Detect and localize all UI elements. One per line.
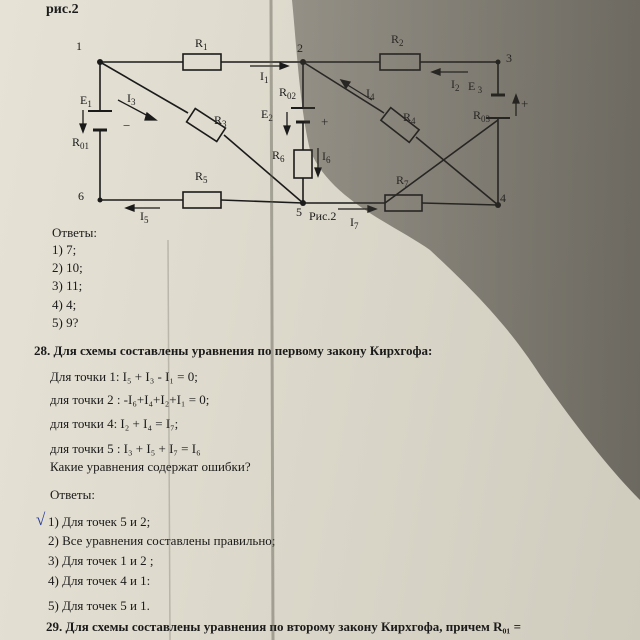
resistor-r7-label: R7 [396,173,409,189]
q28-equation-4: для точки 5 : I₃ + I₅ + I₇ = I₆ [50,441,201,456]
battery-e3-plus: + [521,96,528,111]
internal-r03-label: R03 [473,108,491,124]
node-6-dot [97,197,103,203]
q28-answer-1: 1) Для точек 5 и 2; [48,514,151,529]
current-i3-label: I3 [127,91,136,107]
q28-equation-3: для точки 4: I₂ + I₄ = I₇; [50,416,179,431]
resistor-r6-label: R6 [272,148,285,164]
node-6-label: 6 [78,189,84,203]
q27-answer-5: 5) 9? [52,315,79,330]
current-i7-label: I7 [350,215,359,231]
resistor-r6-symbol [293,149,313,179]
q29-heading: 29. Для схемы составлены уравнения по вт… [46,619,521,634]
resistor-r1-label: R1 [195,36,208,52]
q28-equation-1: Для точки 1: I₅ + I₃ - I₁ = 0; [50,369,198,384]
node-2-dot [300,59,306,65]
node-3-label: 3 [506,51,512,65]
resistor-r3-label: R3 [214,113,227,129]
q27-answers-heading: Ответы: [52,225,97,240]
internal-r01-label: R01 [72,135,89,151]
node-4-label: 4 [500,191,506,205]
battery-e2-plus: + [321,114,328,129]
q28-answer-2: 2) Все уравнения составлены правильно; [48,533,276,548]
resistor-r4-label: R4 [403,110,416,126]
q27-answer-4: 4) 4; [52,297,77,312]
internal-r02-label: R02 [279,85,296,101]
current-i1-label: I1 [260,69,269,85]
current-i6-label: I6 [322,149,331,165]
resistor-r5-label: R5 [195,169,208,185]
node-5-label: 5 [296,205,302,219]
q28-answer-5: 5) Для точек 5 и 1. [48,598,150,613]
figure-label: рис.2 [46,2,79,17]
current-i2-label: I2 [451,77,460,93]
battery-e1-minus: − [123,118,130,133]
current-i3-arrow [117,99,151,118]
q28-question: Какие уравнения содержат ошибки? [50,459,251,474]
q27-answer-1: 1) 7; [52,242,77,257]
current-i5-label: I5 [140,209,149,225]
emf-e2-label: E2 [261,107,273,123]
q28-answer-4: 4) Для точек 4 и 1: [48,573,151,588]
resistor-r2-symbol [379,53,421,71]
resistor-r5-symbol [182,191,222,209]
resistor-r1-symbol [182,53,222,71]
node-1-dot [97,59,103,65]
node-1-label: 1 [76,39,82,53]
q28-equation-2: для точки 2 : -I₆+I₄+I₂+I₁ = 0; [50,392,210,407]
emf-e1-label: E1 [80,93,92,109]
q28-answer-3: 3) Для точек 1 и 2 ; [48,553,154,568]
q28-heading: 28. Для схемы составлены уравнения по пе… [34,343,433,358]
q28-answers-heading: Ответы: [50,487,95,502]
q27-answer-3: 3) 11; [52,278,83,293]
check-mark-icon: √ [36,510,46,529]
figure-caption: Рис.2 [309,209,336,223]
resistor-r7-symbol [384,194,423,212]
resistor-r3-symbol [185,107,227,143]
q27-answer-2: 2) 10; [52,260,83,275]
node-3-dot [495,59,501,65]
current-i4-label: I4 [366,86,375,102]
node-2-label: 2 [297,41,303,55]
resistor-r2-label: R2 [391,32,404,48]
emf-e3-label: E 3 [468,79,483,95]
